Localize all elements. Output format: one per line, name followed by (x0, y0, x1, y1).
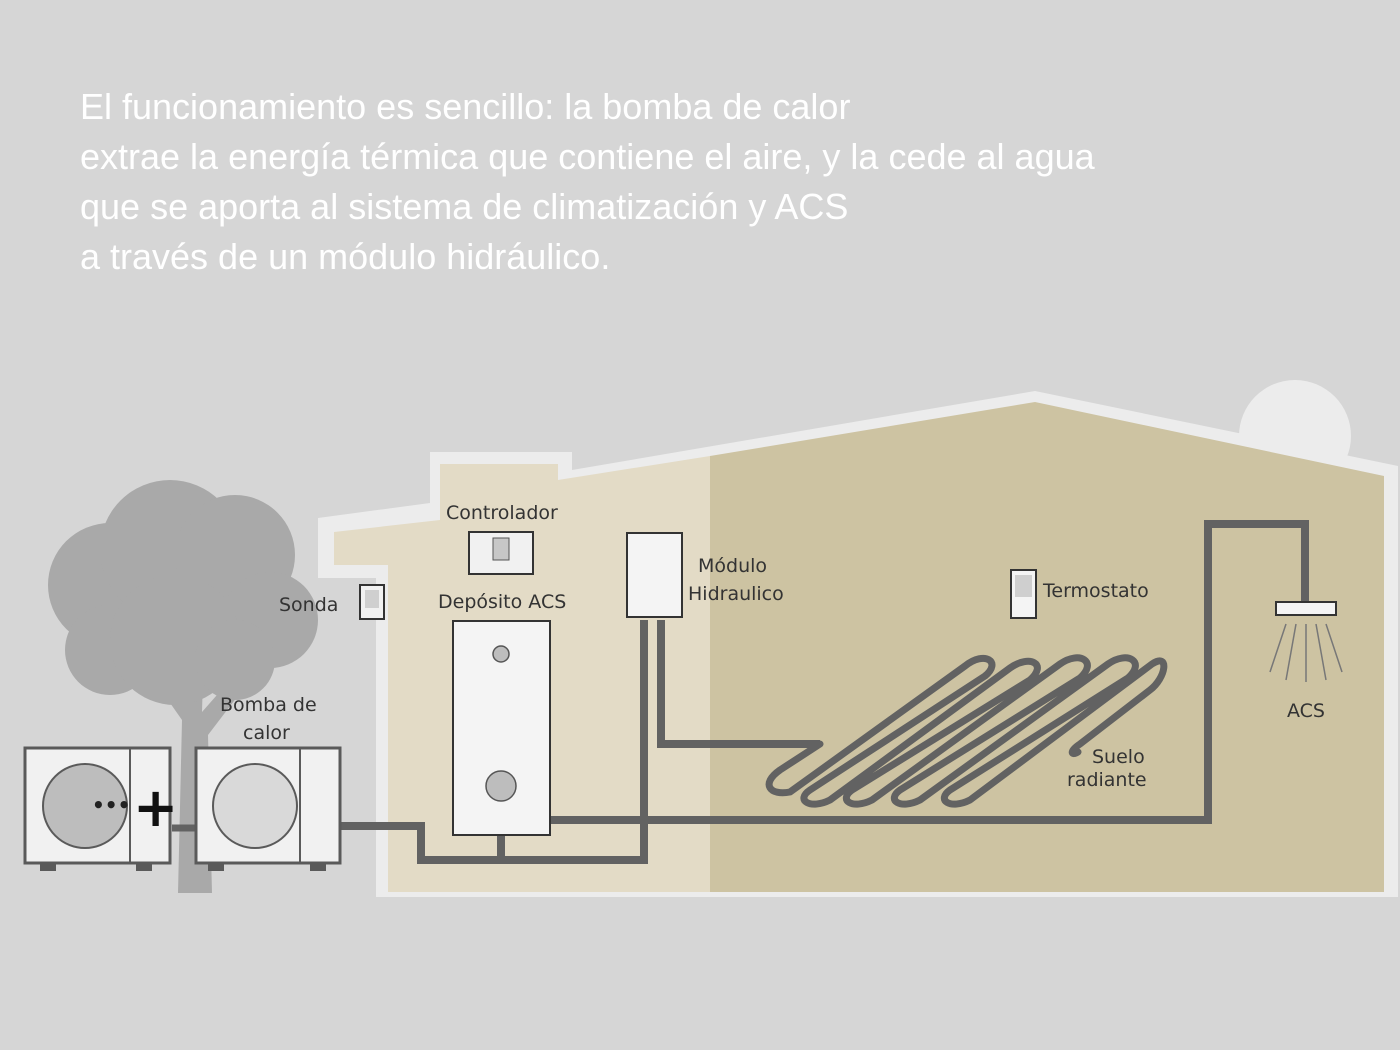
tree-icon (48, 480, 318, 893)
intro-text: El funcionamiento es sencillo: la bomba … (80, 82, 1300, 282)
deposito-acs-tank (452, 620, 551, 836)
label-deposito-acs: Depósito ACS (438, 591, 566, 613)
pipe-module-to-floor (657, 620, 820, 748)
acs-shower-icon (1269, 601, 1343, 682)
label-modulo: Módulo (698, 555, 767, 577)
termostato-icon (1010, 569, 1037, 619)
plus-icon: + (133, 776, 178, 839)
suelo-radiante-coil (765, 654, 1168, 808)
pipe-return-to-acs (550, 520, 1309, 824)
intro-line: a través de un módulo hidráulico. (80, 236, 611, 277)
label-calor: calor (243, 722, 290, 744)
fan-icon (212, 763, 298, 849)
intro-line: extrae la energía térmica que contiene e… (80, 136, 1095, 177)
intro-line: que se aporta al sistema de climatizació… (80, 186, 849, 227)
controlador-icon (468, 531, 534, 575)
modulo-hidraulico-box (626, 532, 683, 618)
label-hidraulico: Hidraulico (688, 583, 784, 605)
label-radiante: radiante (1067, 769, 1147, 791)
label-bomba-de: Bomba de (220, 694, 317, 716)
dots-icon: ••• (92, 793, 130, 817)
label-termostato: Termostato (1042, 580, 1149, 602)
label-sonda: Sonda (279, 594, 338, 616)
heat-pump-extra-unit (23, 746, 172, 871)
label-suelo: Suelo (1092, 746, 1145, 768)
sonda-sensor-icon (359, 584, 385, 620)
fan-icon (42, 763, 128, 849)
label-controlador: Controlador (446, 502, 558, 524)
intro-line: El funcionamiento es sencillo: la bomba … (80, 86, 851, 127)
label-acs: ACS (1287, 700, 1325, 722)
pipe-pump-to-tank (340, 620, 648, 864)
pipes (172, 520, 1309, 864)
heat-pump-unit (194, 746, 342, 871)
